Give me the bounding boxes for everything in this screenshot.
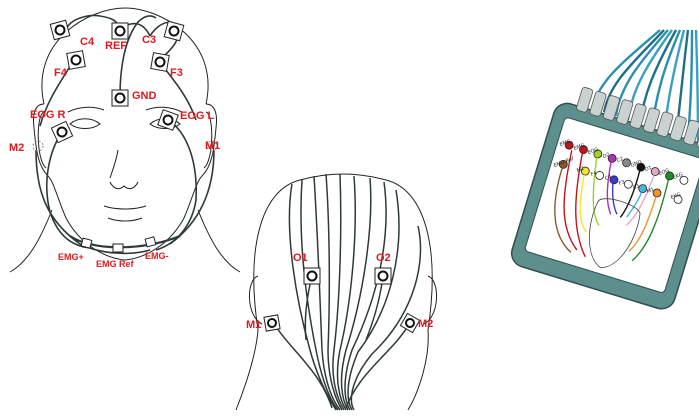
label-c3: C3: [142, 34, 156, 46]
label-o1: O1: [293, 252, 308, 264]
front-electrodes: [33, 20, 217, 252]
label-c4: C4: [80, 36, 94, 48]
label-f3: F3: [170, 67, 183, 79]
electrode-gnd: [112, 90, 128, 106]
label-back-m2: M2: [418, 318, 433, 330]
label-emg-minus: EMG-: [145, 251, 169, 261]
back-electrodes: [264, 268, 420, 333]
label-emg-ref: EMG Ref: [96, 259, 134, 269]
label-gnd: GND: [132, 90, 156, 102]
label-o2: O2: [376, 252, 391, 264]
label-m1: M1: [205, 140, 220, 152]
electrode-o1: [304, 268, 320, 284]
label-back-m1: M1: [246, 319, 261, 331]
electrode-c4: [50, 20, 70, 40]
back-lead-wires: [273, 174, 421, 410]
electrode-ref: [112, 23, 128, 39]
electrode-f3: [151, 53, 170, 72]
electrode-back-m1: [264, 315, 280, 331]
label-eog-l: EOG L: [180, 110, 214, 122]
electrode-emg-ref: [113, 244, 123, 252]
electrode-back-m2: [400, 313, 419, 332]
electrode-emg-plus: [81, 238, 92, 248]
label-m2: M2: [9, 142, 24, 154]
label-emg-plus: EMG+: [58, 252, 84, 262]
electrode-o2: [375, 268, 391, 284]
label-eog-r: EOG R: [30, 109, 65, 121]
label-f4: F4: [54, 67, 67, 79]
electrode-emg-minus: [145, 237, 156, 247]
label-ref: REF: [105, 40, 127, 52]
electrode-eog-r: [51, 121, 72, 142]
electrode-c3: [164, 21, 184, 41]
electrode-f4: [67, 51, 86, 70]
back-head: [236, 174, 437, 410]
